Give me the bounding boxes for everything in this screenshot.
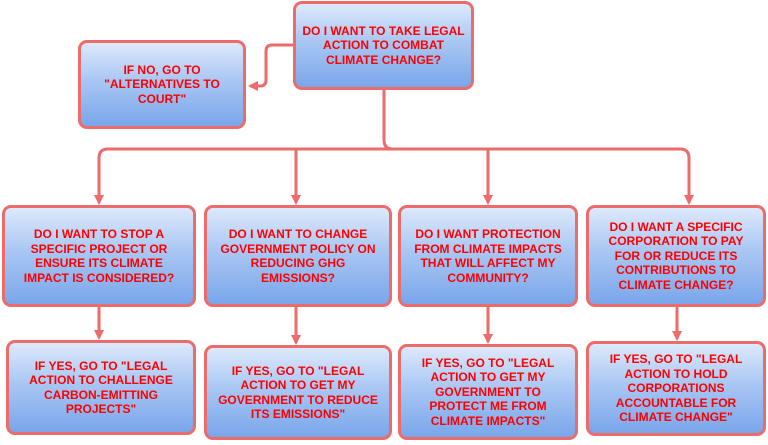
- arrow-to-no-branch: [248, 43, 296, 91]
- answer-text-3: IF YES, GO TO "LEGAL ACTION TO GET MY GO…: [421, 355, 555, 428]
- root-question-node: DO I WANT TO TAKE LEGAL ACTION TO COMBAT…: [293, 1, 474, 90]
- answer-node-3: IF YES, GO TO "LEGAL ACTION TO GET MY GO…: [398, 344, 578, 440]
- question-text-2: DO I WANT TO CHANGE GOVERNMENT POLICY ON…: [220, 227, 376, 285]
- question-node-1: DO I WANT TO STOP A SPECIFIC PROJECT OR …: [2, 205, 196, 307]
- answer-node-1: IF YES, GO TO "LEGAL ACTION TO CHALLENGE…: [6, 340, 196, 435]
- bus-corner-right: [679, 147, 691, 159]
- root-question-text: DO I WANT TO TAKE LEGAL ACTION TO COMBAT…: [302, 23, 465, 67]
- bus-corner-left: [97, 147, 109, 159]
- answer-text-1: IF YES, GO TO "LEGAL ACTION TO CHALLENGE…: [29, 358, 173, 417]
- answer-node-2: IF YES, GO TO "LEGAL ACTION TO GET MY GO…: [204, 345, 392, 440]
- no-branch-node: IF NO, GO TO "ALTERNATIVES TO COURT": [78, 40, 246, 129]
- question-text-3: DO I WANT PROTECTION FROM CLIMATE IMPACT…: [414, 227, 562, 285]
- question-text-1: DO I WANT TO STOP A SPECIFIC PROJECT OR …: [23, 227, 175, 285]
- question-text-4: DO I WANT A SPECIFIC CORPORATION TO PAY …: [608, 219, 744, 292]
- question-node-3: DO I WANT PROTECTION FROM CLIMATE IMPACT…: [398, 205, 578, 307]
- answer-text-4: IF YES, GO TO "LEGAL ACTION TO HOLD CORP…: [609, 352, 743, 425]
- answer-text-2: IF YES, GO TO "LEGAL ACTION TO GET MY GO…: [218, 363, 378, 422]
- no-branch-text: IF NO, GO TO "ALTERNATIVES TO COURT": [104, 62, 220, 106]
- root-stem: [382, 89, 394, 151]
- question-node-2: DO I WANT TO CHANGE GOVERNMENT POLICY ON…: [204, 205, 392, 307]
- question-node-4: DO I WANT A SPECIFIC CORPORATION TO PAY …: [586, 205, 766, 307]
- answer-node-4: IF YES, GO TO "LEGAL ACTION TO HOLD CORP…: [586, 341, 766, 436]
